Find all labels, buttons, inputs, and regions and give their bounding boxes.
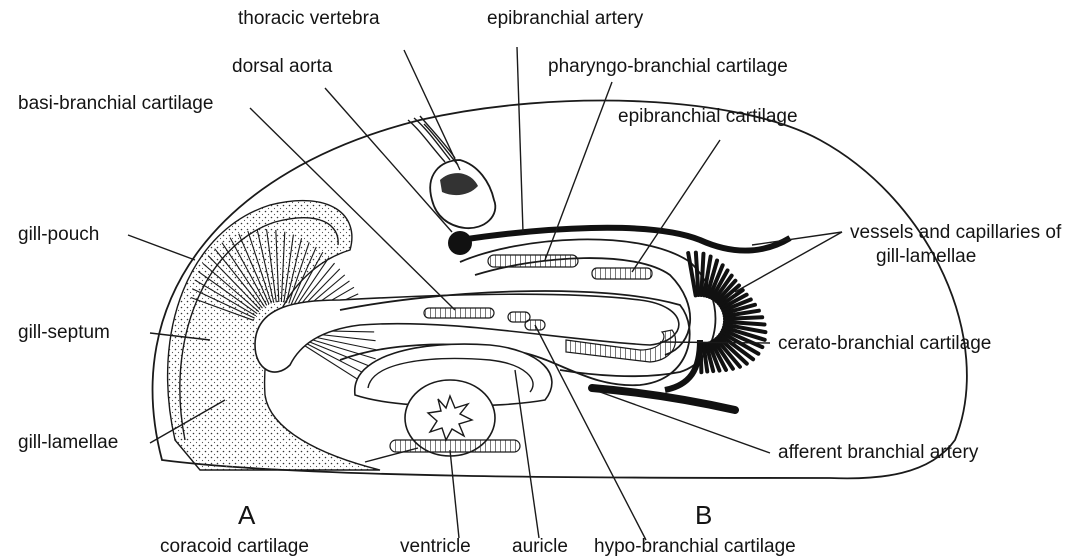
panel-letter-a: A (238, 500, 256, 530)
label-epibranchial-cartilage: epibranchial cartilage (618, 106, 798, 127)
thoracic-vertebra-shape (408, 116, 495, 228)
label-gill-pouch: gill-pouch (18, 224, 99, 245)
afferent-artery-vessel (592, 388, 735, 410)
label-gill-septum: gill-septum (18, 322, 110, 343)
gill-lamella-line (306, 340, 374, 368)
pharyngo-branchial-bar (488, 255, 578, 267)
label-coracoid-cartilage: coracoid cartilage (160, 536, 309, 557)
label-gill-lamellae: gill-lamellae (18, 432, 118, 453)
gill-lamella-b-line (701, 345, 702, 372)
gill-lamellae-fan-b (688, 253, 765, 373)
epibranchial-bar (592, 268, 652, 279)
label-auricle: auricle (512, 536, 568, 557)
panel-letter-b: B (695, 500, 712, 530)
gill-lamella-b-line (696, 253, 699, 295)
label-basi-branchial-cartilage: basi-branchial cartilage (18, 93, 213, 114)
label-epibranchial-artery: epibranchial artery (487, 8, 644, 29)
label-dorsal-aorta: dorsal aorta (232, 56, 333, 77)
label-vessels-line2: gill-lamellae (876, 246, 976, 267)
label-cerato-branchial-cartilage: cerato-branchial cartilage (778, 333, 991, 354)
gill-lamella-b-line (725, 317, 762, 319)
dorsal-aorta-vessel (448, 231, 472, 255)
label-thoracic-vertebra: thoracic vertebra (238, 8, 380, 29)
label-ventricle: ventricle (400, 536, 471, 557)
label-afferent-branchial-artery: afferent branchial artery (778, 442, 979, 463)
label-vessels-line1: vessels and capillaries of (850, 222, 1062, 243)
label-pharyngo-branchial-cartilage: pharyngo-branchial cartilage (548, 56, 788, 77)
gill-lamella-b-line (701, 254, 703, 295)
basi-branchial-bar (424, 308, 494, 318)
label-hypo-branchial-cartilage: hypo-branchial cartilage (594, 536, 796, 557)
